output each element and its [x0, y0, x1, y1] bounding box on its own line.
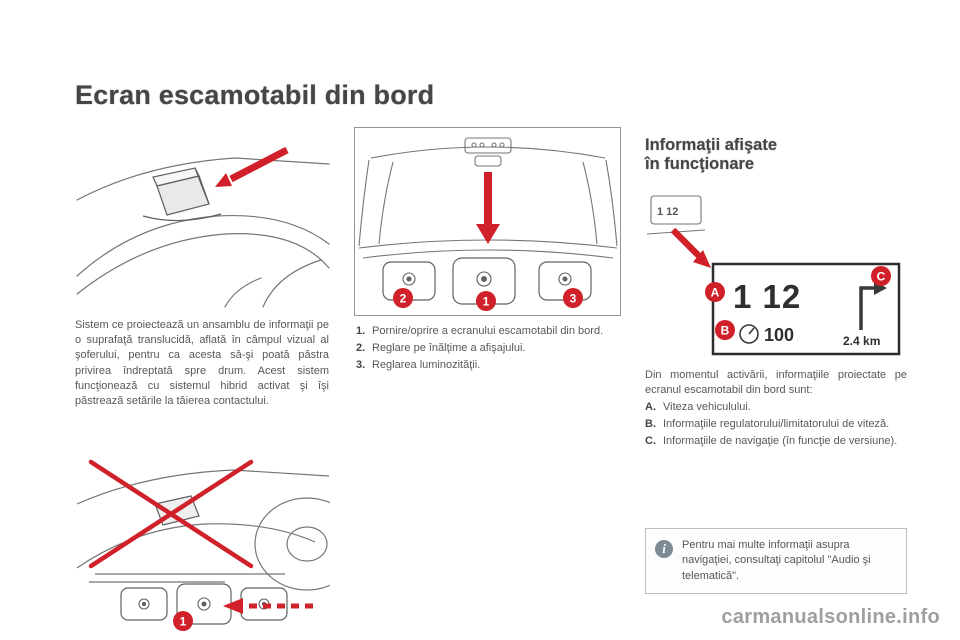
controls-location-illustration: 2 1 3 [358, 137, 618, 311]
list-item-letter: C. [645, 435, 656, 448]
list-item-text: Viteza vehiculului. [663, 401, 751, 413]
callout-label: C [877, 270, 886, 284]
list-item: 1. Pornire/oprire a ecranului escamotabi… [356, 324, 618, 339]
info-note-box: i Pentru mai multe informaţii asupra nav… [645, 528, 907, 595]
callout-label: A [711, 286, 720, 300]
callout-label: 3 [570, 292, 577, 306]
list-item-text: Pornire/oprire a ecranului escamotabil d… [372, 325, 604, 337]
callout-circle-b: B [715, 320, 735, 340]
list-item-text: Informaţiile regulatorului/limitatorului… [663, 418, 890, 431]
eye-icon [138, 597, 270, 611]
list-item: C. Informaţiile de navigaţie (în funcţie… [645, 434, 907, 449]
red-down-arrow-icon [476, 172, 500, 244]
list-item: 2. Reglare pe înălţime a afişajului. [356, 341, 618, 356]
list-item-number: 1. [356, 325, 366, 337]
callout-circle-1: 1 [476, 291, 496, 311]
displayed-info-intro: Din momentul activării, informaţiile pro… [645, 369, 907, 397]
page-title: Ecran escamotabil din bord [75, 80, 435, 110]
watermark: carmanualsonline.info [721, 606, 940, 628]
callout-label: 1 [483, 295, 490, 309]
speed-limiter-icon [739, 324, 759, 344]
section-heading-line2: în funcţionare [645, 155, 755, 174]
hud-speed-value: 1 12 [733, 278, 801, 315]
hud-screen-illustration [76, 146, 330, 308]
callout-circle-c: C [871, 266, 891, 286]
red-cross-icon [88, 459, 254, 569]
list-item-text: Informaţiile de navigaţie (în funcţie de… [663, 435, 898, 448]
hud-unit [142, 167, 222, 222]
list-item-text: Reglare pe înălţime a afişajului. [372, 342, 526, 355]
hud-retracted-illustration: 1 [76, 459, 330, 631]
dashboard-line-art [76, 469, 330, 591]
controls-illustration-frame: 2 1 3 [354, 127, 621, 316]
hud-limit-value: 100 [764, 325, 794, 345]
callout-circle-3: 3 [563, 288, 583, 308]
list-item-number: 2. [356, 342, 366, 355]
controls-list: 1. Pornire/oprire a ecranului escamotabi… [356, 324, 618, 376]
list-item-number: 3. [356, 359, 366, 372]
dashboard-line-art [76, 157, 330, 308]
callout-label: 2 [400, 292, 407, 306]
list-item-text: Reglarea luminozităţii. [372, 359, 481, 372]
list-item: A. Viteza vehiculului. [645, 400, 907, 415]
section-heading: Informaţii afişate în funcţionare [645, 136, 777, 175]
info-icon: i [655, 540, 673, 558]
mini-hud-label: 1 12 [657, 206, 678, 218]
eye-icon [402, 271, 572, 287]
callout-label: 1 [180, 615, 187, 629]
callout-circle-2: 2 [393, 288, 413, 308]
red-arrow-icon [670, 227, 711, 268]
displayed-info-list: A. Viteza vehiculului. B. Informaţiile r… [645, 400, 907, 452]
red-dashed-arrow-icon [223, 598, 313, 614]
list-item-letter: A. [645, 401, 656, 413]
hud-distance-value: 2.4 km [843, 334, 880, 348]
hud-description-text: Sistem ce proiectează un ansamblu de inf… [75, 319, 329, 407]
list-item-letter: B. [645, 418, 656, 431]
list-item: B. Informaţiile regulatorului/limitatoru… [645, 417, 907, 432]
section-heading-line1: Informaţii afişate [645, 136, 778, 154]
hud-display-panel [711, 262, 901, 356]
callout-circle-1: 1 [173, 611, 193, 631]
callout-label: B [721, 324, 730, 338]
callout-circle-a: A [705, 282, 725, 302]
info-note-text: Pentru mai multe informaţii asupra navig… [682, 539, 871, 582]
hud-display-illustration: 1 12 1 12 100 2.4 km A B C [646, 195, 901, 356]
list-item: 3. Reglarea luminozităţii. [356, 358, 618, 373]
red-arrow-icon [215, 146, 289, 187]
